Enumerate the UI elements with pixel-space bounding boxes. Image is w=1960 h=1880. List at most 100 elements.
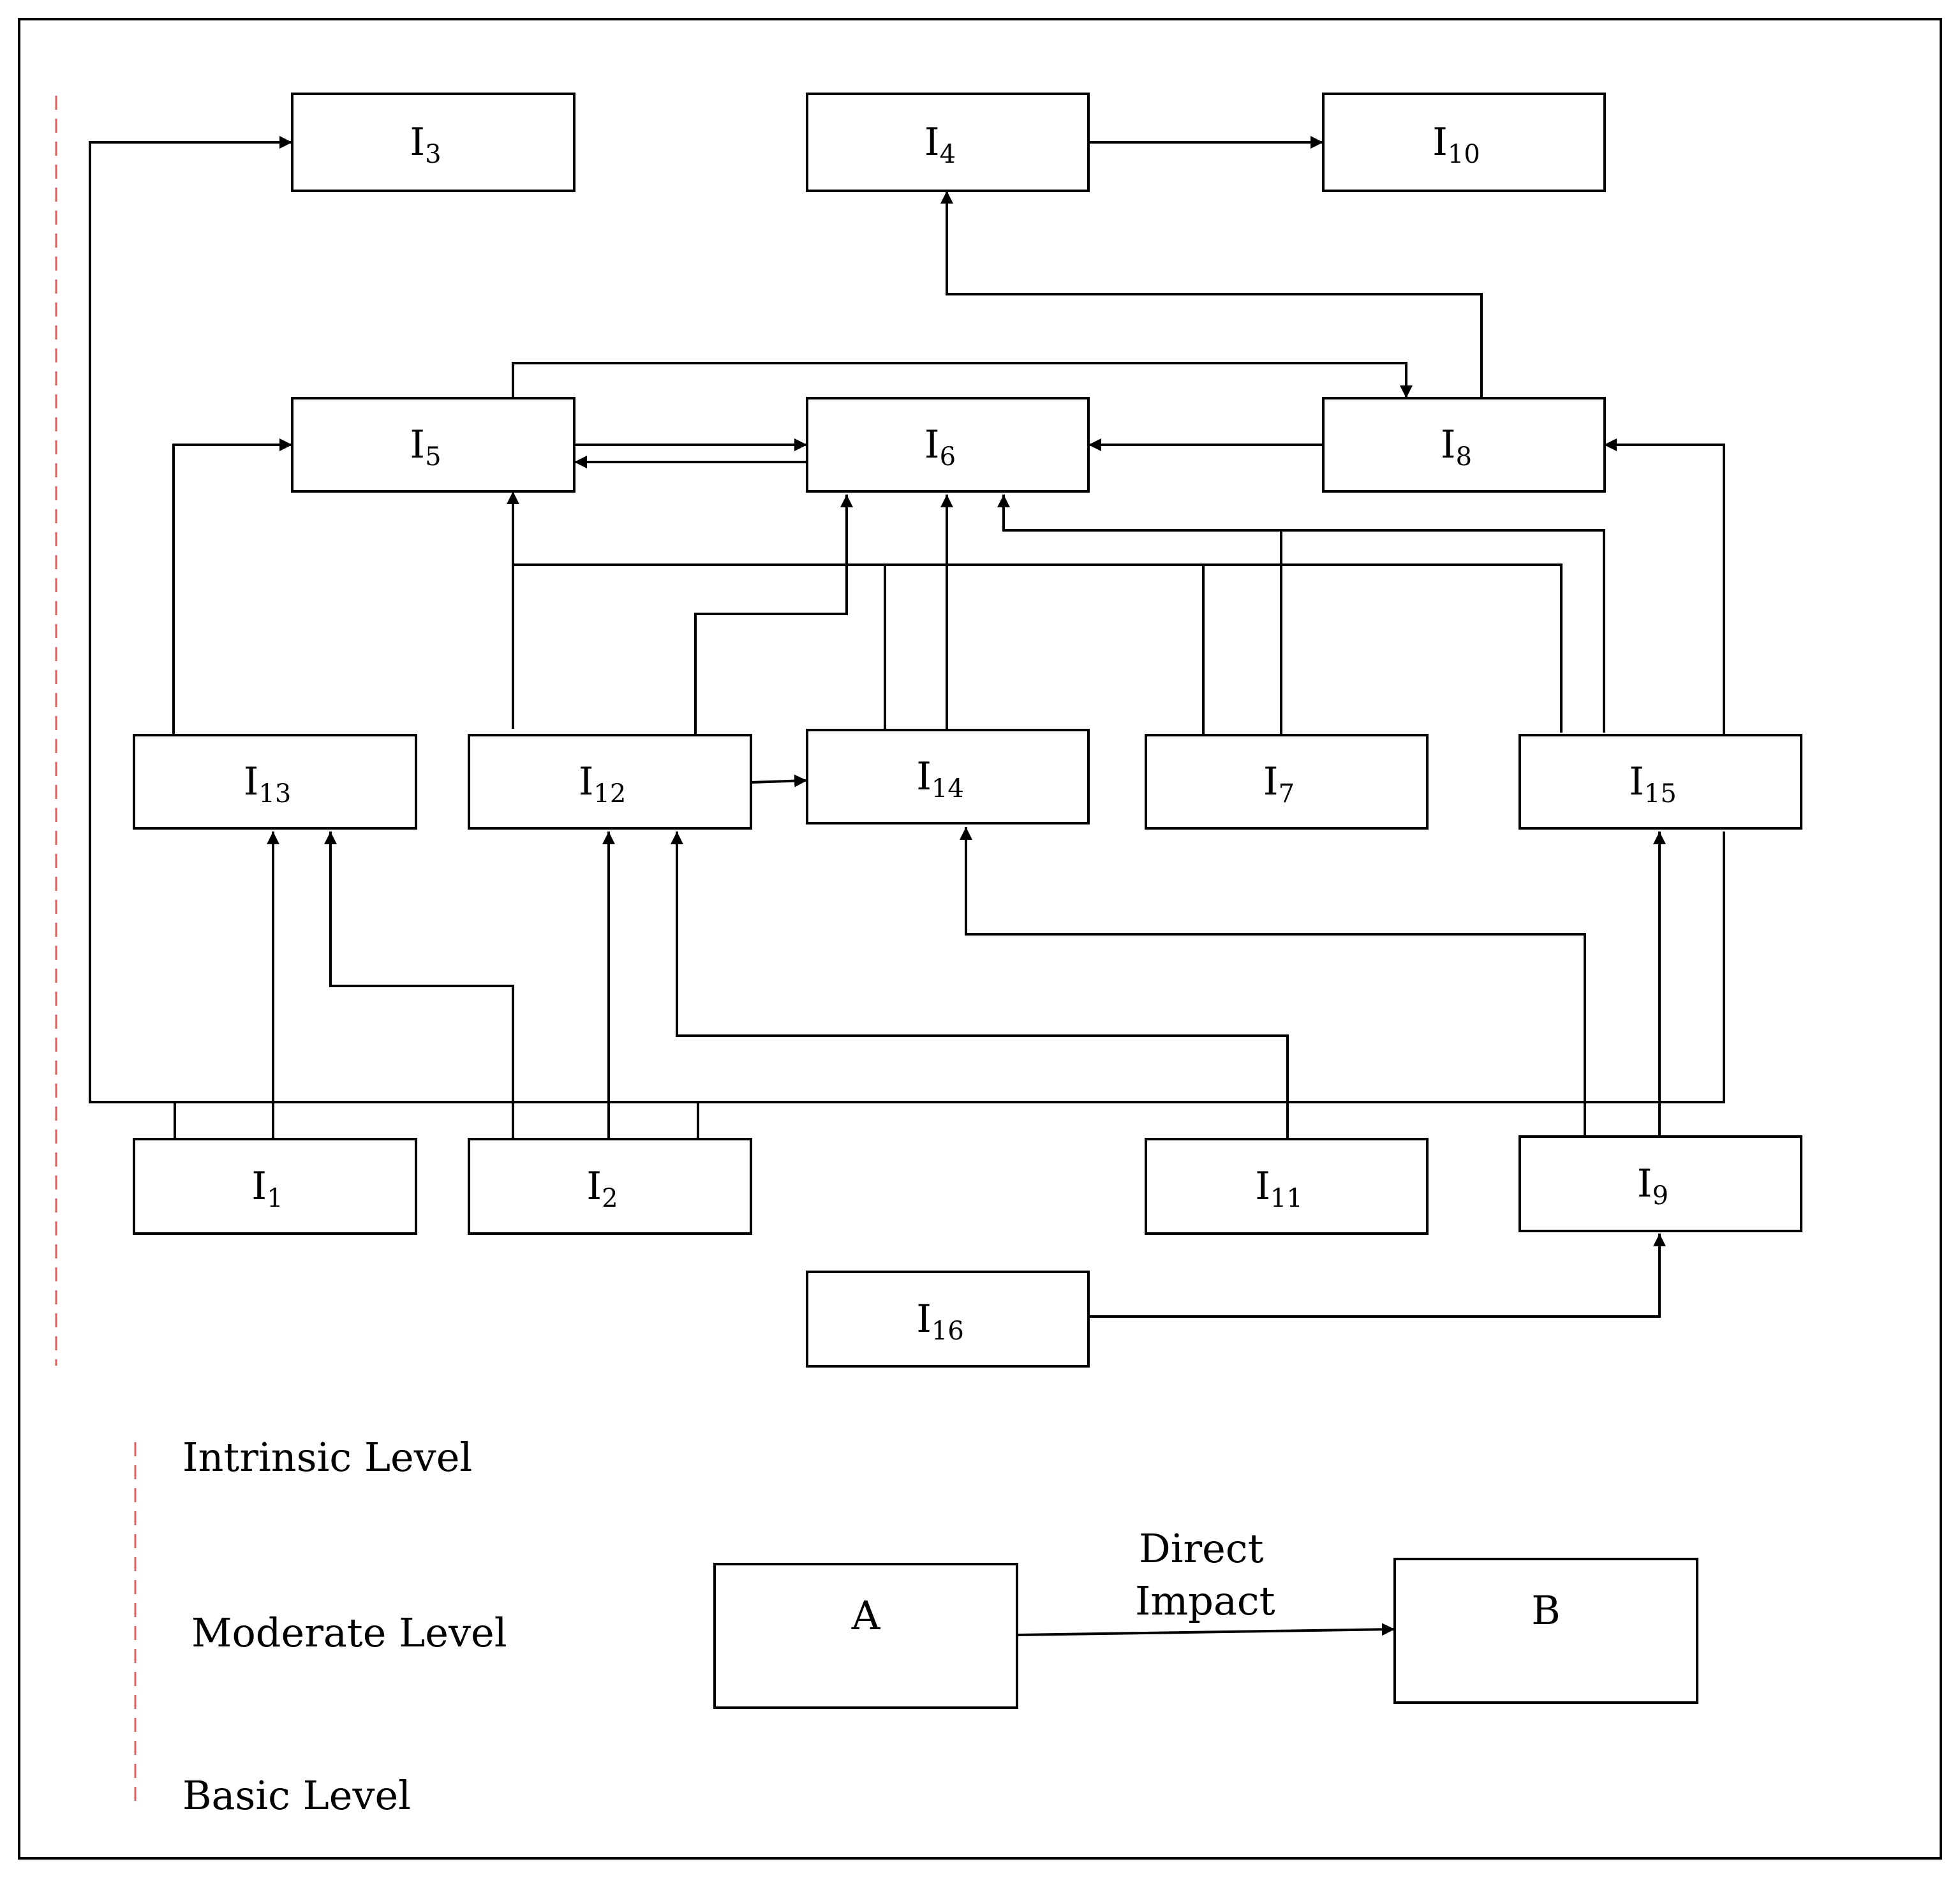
node-label-sub: 12	[593, 779, 626, 809]
node-label-main: I	[1629, 759, 1644, 804]
node-i12: I12	[468, 734, 752, 830]
legend-intrinsic-level: Intrinsic Level	[182, 1434, 472, 1481]
legend-impact-line2: Impact	[1135, 1578, 1275, 1624]
edge-I9-I14	[960, 827, 1586, 1137]
node-box-i6	[806, 397, 1090, 493]
node-i3: I3	[291, 93, 575, 192]
node-label-main: I	[251, 1164, 267, 1209]
edge-I8-I4	[940, 191, 1483, 401]
node-i15: I15	[1518, 734, 1802, 830]
node-i8: I8	[1322, 397, 1606, 493]
node-label-i14: I14	[916, 754, 964, 803]
legend: Intrinsic Level Moderate Level Basic Lev…	[182, 1434, 1698, 1819]
node-label-main: I	[1263, 759, 1279, 804]
node-label-sub: 16	[932, 1317, 964, 1346]
edge-bus-I15-I5	[513, 563, 1563, 733]
node-label-main: I	[1255, 1164, 1270, 1209]
node-label-i15: I15	[1629, 759, 1677, 809]
node-label-sub: 11	[1270, 1184, 1303, 1213]
edge-I12-I14	[750, 774, 808, 787]
node-label-sub: 10	[1448, 140, 1480, 169]
node-label-sub: 6	[940, 442, 956, 472]
node-label-sub: 1	[267, 1184, 283, 1213]
node-box-i5	[291, 397, 575, 493]
node-label-main: I	[586, 1164, 602, 1209]
node-box-i1	[133, 1138, 417, 1235]
node-label-sub: 14	[932, 774, 964, 803]
node-label-main: I	[916, 1297, 932, 1341]
legend-moderate-level: Moderate Level	[191, 1609, 507, 1656]
node-box-i9	[1518, 1135, 1802, 1232]
node-label-sub: 4	[940, 140, 956, 169]
edge-I2-I13	[324, 832, 514, 1139]
node-label-i8: I8	[1441, 422, 1472, 472]
node-box-i11	[1145, 1138, 1429, 1235]
node-label-sub: 5	[425, 442, 441, 472]
node-label-sub: 8	[1456, 442, 1472, 472]
edge-I11-I12	[671, 832, 1289, 1139]
node-label-main: I	[916, 754, 932, 799]
node-box-i7	[1145, 734, 1429, 830]
node-box-i2	[468, 1138, 752, 1235]
node-box-i16	[806, 1271, 1090, 1368]
node-label-sub: 13	[258, 779, 291, 809]
node-label-sub: 3	[425, 140, 441, 169]
legend-impact-line1: Direct	[1139, 1525, 1264, 1572]
legend-basic-level: Basic Level	[182, 1772, 411, 1819]
node-i2: I2	[468, 1138, 752, 1235]
legend-node-a	[713, 1563, 1018, 1709]
node-i14: I14	[806, 729, 1090, 824]
node-label-i4: I4	[924, 120, 956, 169]
node-label-sub: 2	[602, 1184, 618, 1213]
node-label-sub: 9	[1652, 1181, 1668, 1211]
node-i7: I7	[1145, 734, 1429, 830]
node-i9: I9	[1518, 1135, 1802, 1232]
node-label-i1: I1	[251, 1164, 283, 1213]
node-label-main: I	[1432, 120, 1448, 165]
node-label-main: I	[579, 759, 594, 804]
node-label-i10: I10	[1432, 120, 1480, 169]
node-label-main: I	[244, 759, 259, 804]
node-i13: I13	[133, 734, 417, 830]
node-i4: I4	[806, 93, 1090, 192]
node-box-i4	[806, 93, 1090, 192]
node-box-i12	[468, 734, 752, 830]
node-label-i16: I16	[916, 1297, 964, 1346]
node-label-sub: 7	[1279, 779, 1295, 809]
node-box-i15	[1518, 734, 1802, 830]
node-label-main: I	[1441, 422, 1456, 467]
node-label-i11: I11	[1255, 1164, 1303, 1213]
node-box-i3	[291, 93, 575, 192]
edge-I7-I6	[997, 495, 1282, 737]
edge-I5-I8	[507, 362, 1413, 411]
node-box-i13	[133, 734, 417, 830]
node-i1: I1	[133, 1138, 417, 1235]
node-label-main: I	[410, 120, 425, 165]
edge-I15-I8	[1604, 438, 1725, 735]
legend-node-a-label: A	[851, 1592, 881, 1639]
node-i10: I10	[1322, 93, 1606, 192]
node-box-i10	[1322, 93, 1606, 192]
legend-direct-impact-arrow	[1016, 1623, 1395, 1636]
node-label-main: I	[924, 422, 940, 467]
node-label-i12: I12	[579, 759, 627, 809]
node-label-main: I	[924, 120, 940, 165]
edges-group	[89, 136, 1725, 1318]
node-i6: I6	[806, 397, 1090, 493]
diagram-frame	[18, 18, 1942, 1860]
node-box-i14	[806, 729, 1090, 824]
edge-I15-I6	[1281, 529, 1605, 733]
edge-I16-I9	[1088, 1234, 1666, 1318]
node-label-main: I	[410, 422, 425, 467]
node-label-main: I	[1637, 1161, 1652, 1206]
node-label-i2: I2	[586, 1164, 618, 1213]
edge-I13-I5	[172, 438, 292, 734]
node-label-i5: I5	[410, 422, 441, 472]
node-label-sub: 15	[1644, 779, 1677, 809]
edge-I12-I6	[694, 495, 853, 734]
node-i16: I16	[806, 1271, 1090, 1368]
node-label-i6: I6	[924, 422, 956, 472]
node-label-i7: I7	[1263, 759, 1295, 809]
